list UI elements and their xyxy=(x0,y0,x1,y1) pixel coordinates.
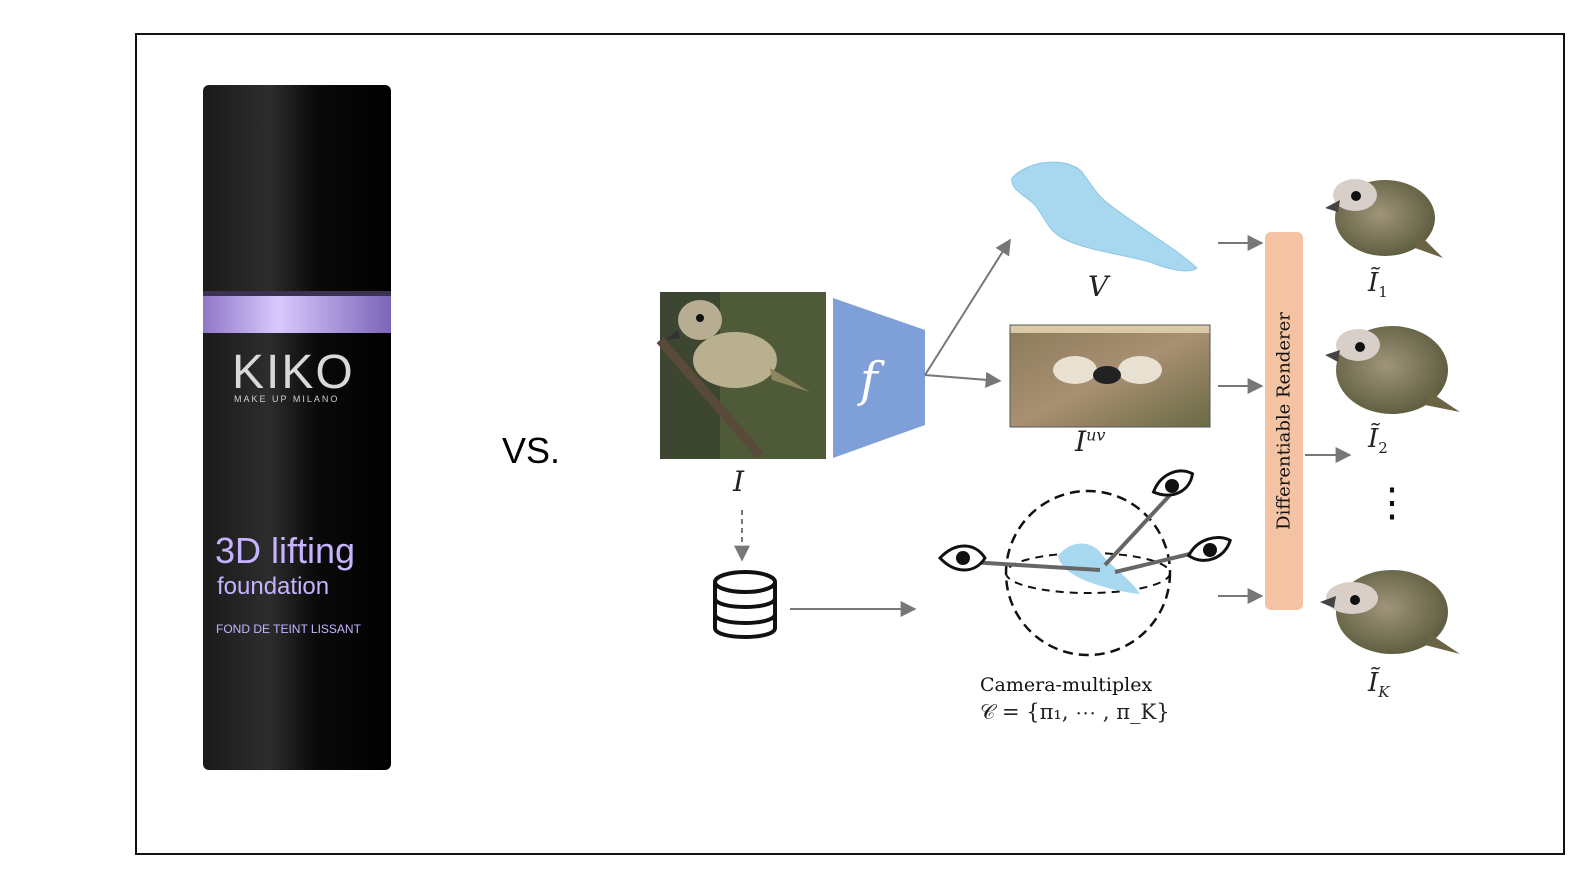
output-label-1-sub: 1 xyxy=(1378,283,1388,302)
bottle-line2: foundation xyxy=(217,573,330,600)
eye-icon-top xyxy=(1151,469,1195,497)
output-label-2-sub: 2 xyxy=(1378,439,1388,458)
texture-label: Iuv xyxy=(1075,425,1105,458)
camera-formula: 𝒞 = {π₁, ⋯ , π_K} xyxy=(980,700,1170,724)
differentiable-renderer-block: Differentiable Renderer xyxy=(1265,232,1303,610)
camera-title: Camera-multiplex xyxy=(980,674,1153,696)
mesh-shape xyxy=(1011,161,1198,272)
input-label: I xyxy=(733,465,745,498)
shape-label: V xyxy=(1088,270,1109,303)
input-bird-photo xyxy=(656,292,826,459)
encoder-trapezoid xyxy=(833,298,925,458)
bottle-brand: KIKO xyxy=(232,346,355,399)
eye-icon-left xyxy=(937,544,987,572)
output-label-2-base: Ĩ xyxy=(1368,424,1379,454)
eye-icon-right xyxy=(1186,536,1232,562)
output-label-k: ĨK xyxy=(1368,668,1390,701)
output-label-k-base: Ĩ xyxy=(1368,668,1379,698)
texture-label-base: I xyxy=(1075,425,1087,458)
output-ellipsis: ⋮ xyxy=(1372,480,1412,526)
output-bird-2 xyxy=(1325,326,1460,414)
foundation-bottle-image xyxy=(203,85,391,770)
texture-label-sup: uv xyxy=(1086,425,1106,445)
database-icon xyxy=(713,570,777,639)
output-bird-k xyxy=(1320,570,1460,654)
vs-label: VS. xyxy=(502,430,561,471)
output-label-2: Ĩ2 xyxy=(1368,424,1388,457)
camera-multiplex-sphere xyxy=(969,489,1199,657)
bottle-line1: 3D lifting xyxy=(215,530,356,571)
renderer-label: Differentiable Renderer xyxy=(1273,312,1295,530)
bottle-brand-sub: MAKE UP MILANO xyxy=(234,394,340,404)
bottle-line3: FOND DE TEINT LISSANT xyxy=(216,622,361,636)
output-label-k-sub: K xyxy=(1378,683,1390,702)
texture-map xyxy=(1009,324,1211,428)
output-label-1-base: Ĩ xyxy=(1368,268,1379,298)
output-bird-1 xyxy=(1325,179,1443,258)
output-label-1: Ĩ1 xyxy=(1368,268,1388,301)
encoder-label: f xyxy=(860,352,878,408)
